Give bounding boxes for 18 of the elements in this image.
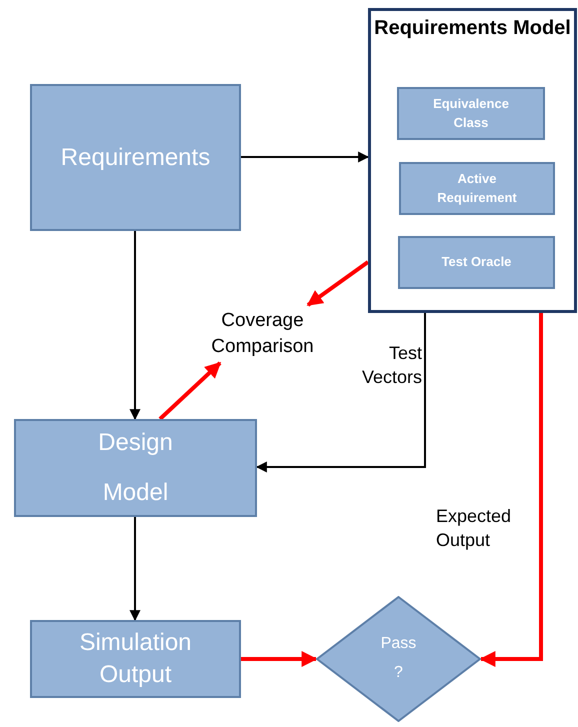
arrow — [479, 313, 543, 667]
arrow — [241, 152, 370, 162]
process-box: Test Oracle — [398, 236, 555, 289]
annotation-text: Coverage Comparison — [210, 309, 315, 359]
arrow — [306, 260, 370, 307]
process-box: Design Model — [14, 419, 257, 517]
arrow — [241, 651, 318, 667]
container-title: Requirements Model — [374, 17, 571, 40]
process-box: Equivalence Class — [397, 87, 545, 140]
process-box: Simulation Output — [30, 620, 241, 698]
arrow — [130, 517, 140, 622]
process-box: Requirements — [30, 84, 241, 231]
process-box: Active Requirement — [399, 162, 555, 215]
decision-diamond: Pass ? — [316, 596, 481, 722]
model-container — [368, 8, 577, 313]
arrow — [130, 231, 140, 420]
arrow — [256, 313, 426, 472]
arrow — [158, 362, 222, 420]
